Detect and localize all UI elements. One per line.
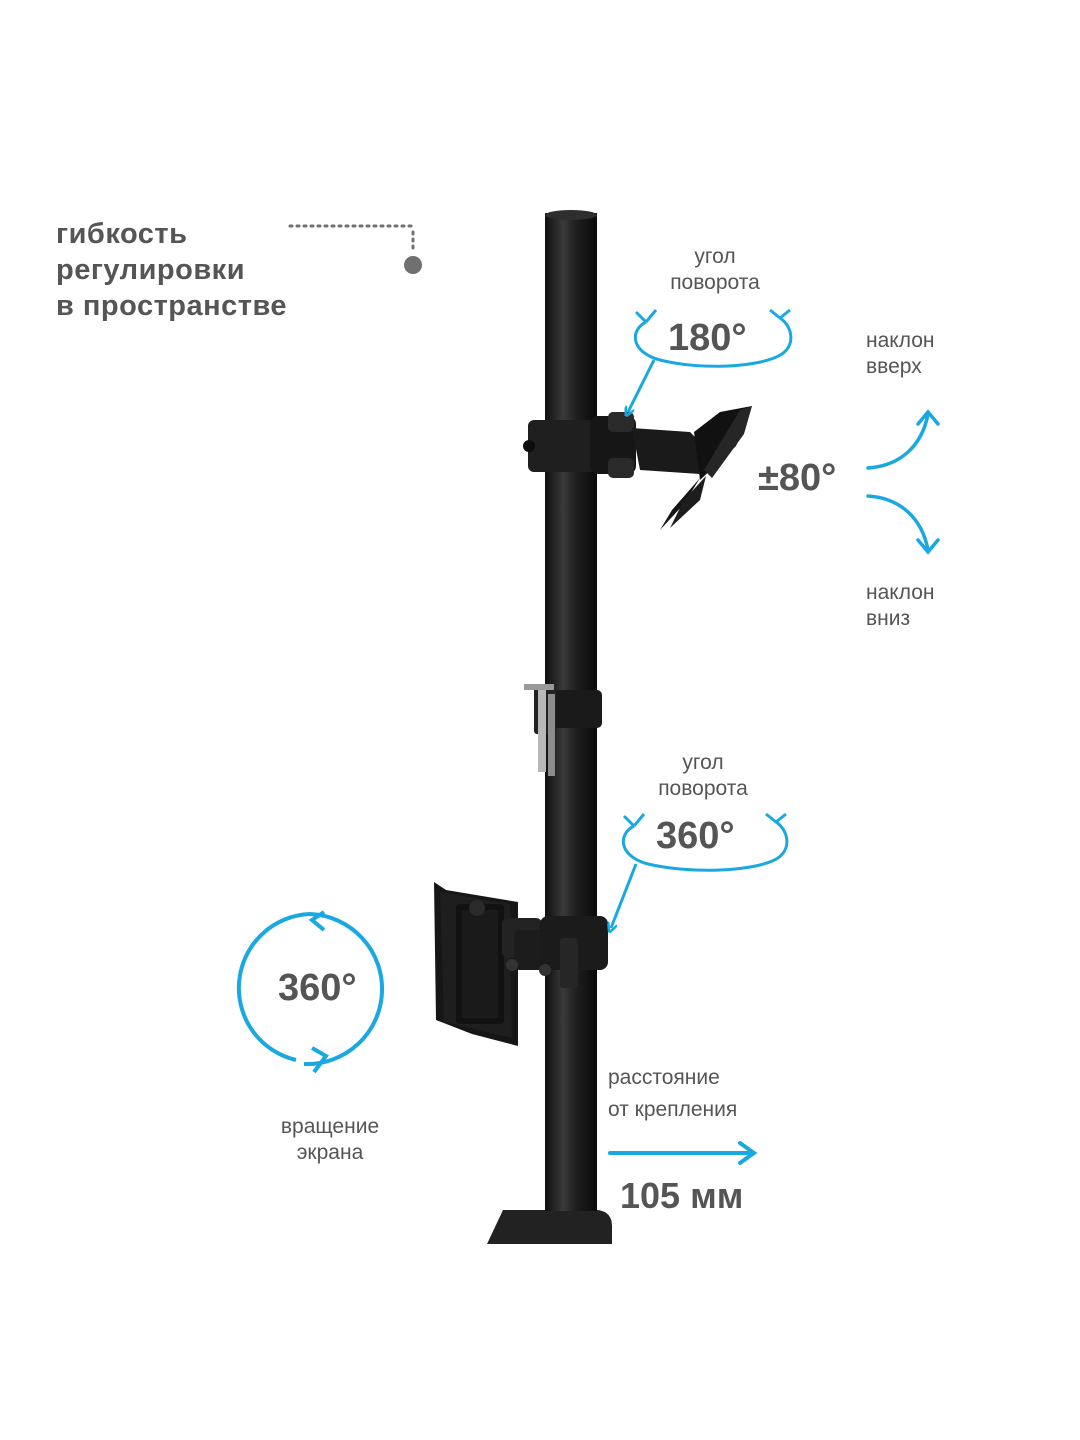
desk-base-plate bbox=[487, 1210, 612, 1244]
top-rotation-label-line-2: поворота bbox=[670, 271, 760, 294]
distance-label-line-2: от крепления bbox=[608, 1098, 738, 1121]
distance-arrow bbox=[608, 1141, 758, 1165]
bottom-rotation-label: угол поворота bbox=[638, 750, 768, 802]
headline-line-1: гибкость bbox=[56, 218, 188, 250]
tilt-up-label-line-2: вверх bbox=[866, 355, 922, 378]
tilt-down-label: наклон вниз bbox=[866, 580, 934, 632]
top-rotation-value: 180° bbox=[668, 317, 747, 359]
screen-rotation-circle bbox=[236, 910, 385, 1074]
upper-bracket bbox=[523, 406, 752, 530]
tilt-value: ±80° bbox=[758, 457, 837, 499]
dotted-connector bbox=[288, 224, 422, 274]
top-rotation-arrow bbox=[628, 308, 793, 412]
distance-value: 105 мм bbox=[620, 1175, 744, 1216]
distance-label-line-1: расстояние bbox=[608, 1066, 720, 1089]
screen-rotation-value: 360° bbox=[278, 967, 357, 1009]
screen-rotation-label-line-1: вращение bbox=[280, 1115, 380, 1138]
tilt-down-label-line-1: наклон bbox=[866, 581, 935, 604]
screen-rotation-label-line-2: экрана bbox=[296, 1141, 364, 1164]
headline-line-2: регулировки bbox=[56, 254, 246, 286]
headline-line-3: в пространстве bbox=[56, 290, 288, 322]
pole-top-cap bbox=[545, 210, 597, 220]
top-rotation-label-line-1: угол bbox=[694, 245, 736, 268]
distance-label: расстояние от крепления bbox=[608, 1062, 737, 1126]
bottom-rotation-value: 360° bbox=[656, 815, 735, 857]
top-rotation-label: угол поворота bbox=[650, 244, 780, 296]
tilt-up-label-line-1: наклон bbox=[866, 329, 935, 352]
tilt-down-label-line-2: вниз bbox=[866, 607, 911, 630]
bottom-rotation-arrow bbox=[611, 812, 789, 928]
lower-bracket bbox=[434, 882, 608, 1046]
tilt-up-label: наклон вверх bbox=[866, 328, 934, 380]
bottom-rotation-label-line-2: поворота bbox=[658, 777, 748, 800]
bottom-rotation-label-line-1: угол bbox=[682, 751, 724, 774]
headline: гибкость регулировки в пространстве bbox=[56, 216, 287, 324]
screen-rotation-label: вращение экрана bbox=[258, 1114, 402, 1166]
tilt-arrows bbox=[866, 409, 940, 555]
hex-keys bbox=[524, 684, 555, 776]
